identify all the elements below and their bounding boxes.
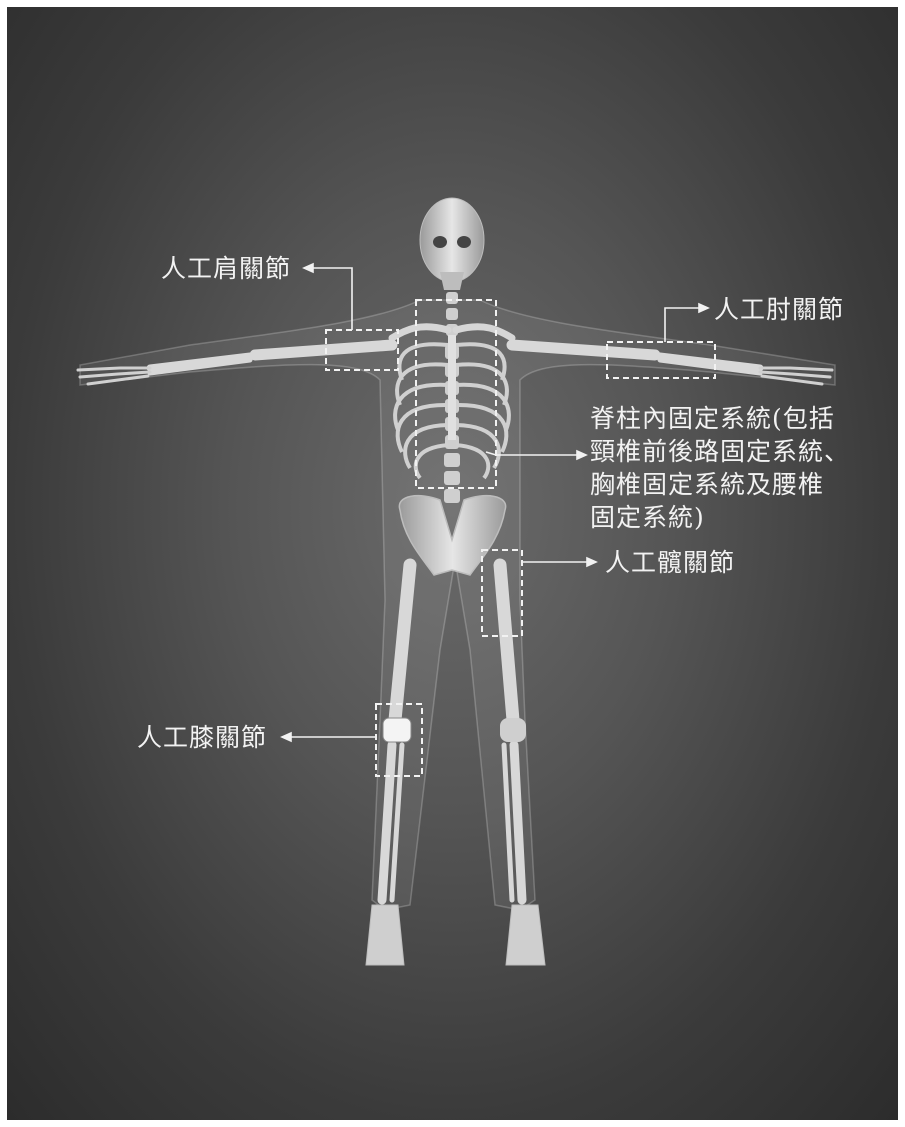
skull	[420, 198, 484, 290]
spine-label-line-3: 胸椎固定系統及腰椎	[590, 468, 860, 501]
spine-label-line-2: 頸椎前後路固定系統、	[590, 435, 860, 468]
elbow-label: 人工肘關節	[714, 293, 844, 326]
diagram-frame: 人工肩關節 人工肘關節 脊柱內固定系統(包括 頸椎前後路固定系統、 胸椎固定系統…	[7, 7, 898, 1120]
hip-label: 人工髖關節	[605, 546, 735, 579]
spine-label-line-1: 脊柱內固定系統(包括	[590, 402, 860, 435]
skeleton-figure	[7, 7, 898, 1120]
spine-label-line-4: 固定系統)	[590, 501, 860, 534]
knees	[383, 718, 526, 742]
knee-label: 人工膝關節	[137, 721, 267, 754]
spine-label: 脊柱內固定系統(包括 頸椎前後路固定系統、 胸椎固定系統及腰椎 固定系統)	[590, 402, 860, 534]
shoulder-label: 人工肩關節	[161, 252, 291, 285]
feet	[366, 905, 545, 965]
